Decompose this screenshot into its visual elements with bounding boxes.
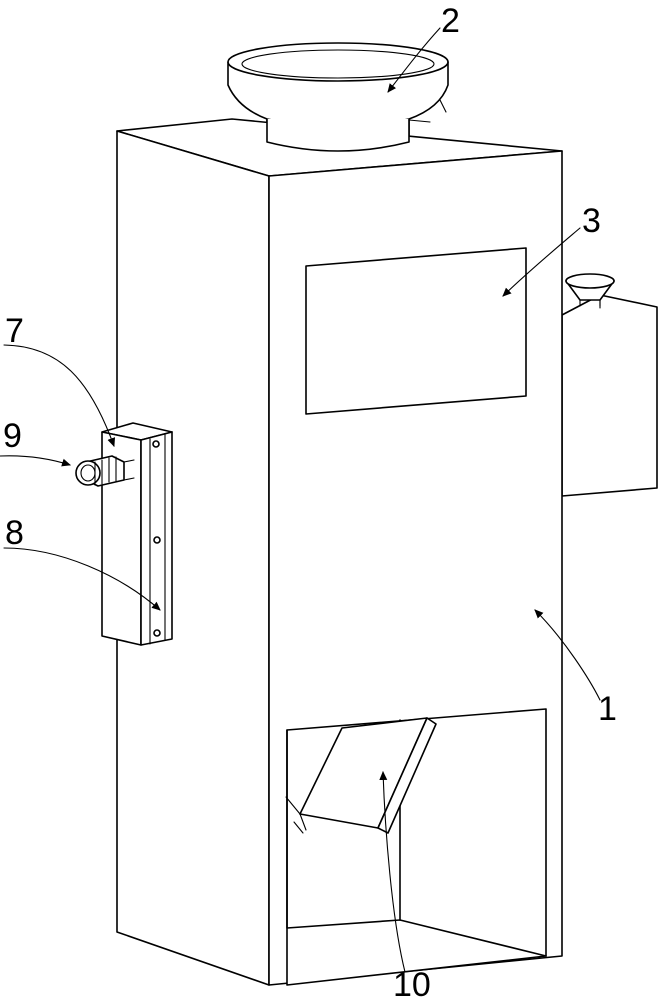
callout-2: 2: [441, 2, 460, 40]
callout-10: 10: [393, 966, 431, 1000]
callout-7: 7: [5, 312, 24, 350]
callout-8: 8: [5, 514, 24, 552]
viewing-window: [306, 248, 526, 414]
callout-1: 1: [598, 690, 617, 728]
hopper-seat: [409, 120, 430, 122]
callout-9: 9: [3, 417, 22, 455]
side-box: [562, 295, 657, 496]
hopper-neck: [267, 119, 409, 151]
callout-3: 3: [582, 202, 601, 240]
